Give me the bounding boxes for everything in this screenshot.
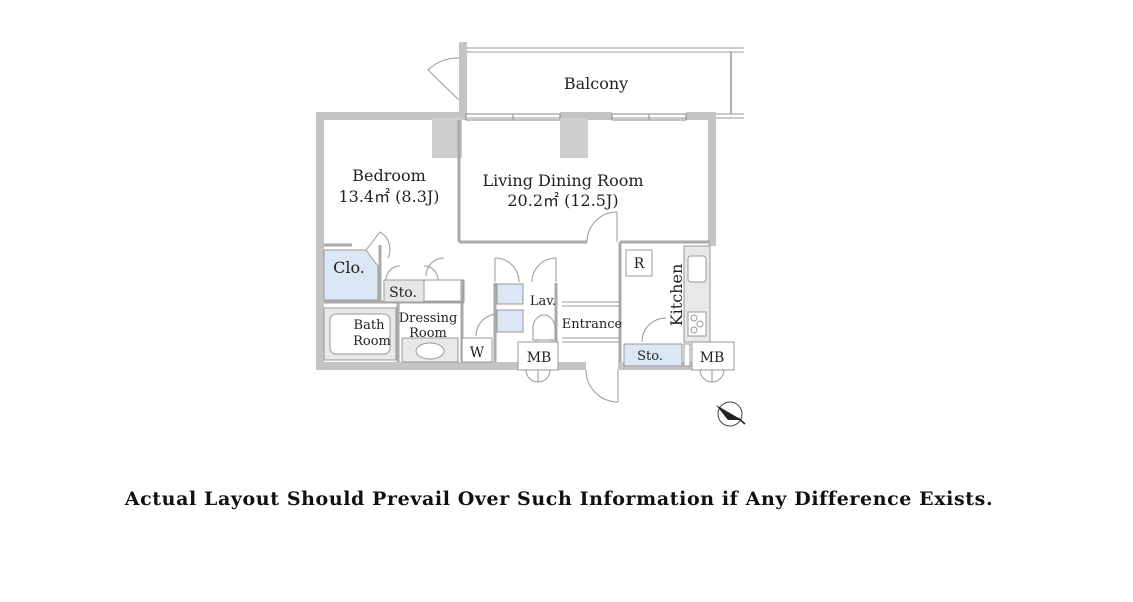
washer-label: W [470,345,485,361]
bathtub [323,307,397,361]
entrance-step [562,301,620,343]
lavatory-label: Lav. [530,294,556,309]
bedroom-label: Bedroom [352,166,426,185]
vanity [401,337,459,363]
closet [323,231,391,301]
door-swings [475,211,667,403]
bath-room-label-line2: Room [353,334,391,349]
meter-boxes [517,341,735,383]
dressing-room-label-line2: Room [409,326,447,341]
windows [465,113,687,121]
interior-walls [324,120,710,362]
dressing-room-label-line1: Dressing [399,311,458,326]
storage-units [383,257,465,303]
meter-box-kitchen-label: MB [700,350,725,366]
closet-label: Clo. [333,258,365,277]
refrigerator-label: R [634,256,645,272]
meter-box-entrance-label: MB [527,350,552,366]
bedroom-storage-label: Sto. [389,285,417,301]
washer-space [461,337,493,363]
kitchen-storage-label: Sto. [637,349,663,364]
kitchen-label: Kitchen [667,264,686,327]
kitchen-fixtures [623,245,711,367]
living-dining-label: Living Dining Room [482,171,643,190]
columns [432,118,588,158]
balcony-label: Balcony [564,74,628,93]
north-arrow-icon [716,401,746,427]
bedroom-area: 13.4㎡ (8.3J) [338,187,439,206]
living-dining-area: 20.2㎡ (12.5J) [507,191,618,210]
disclaimer-text: Actual Layout Should Prevail Over Such I… [124,488,994,510]
entrance-label: Entrance [562,317,623,332]
bath-room-label-line1: Bath [354,318,386,333]
